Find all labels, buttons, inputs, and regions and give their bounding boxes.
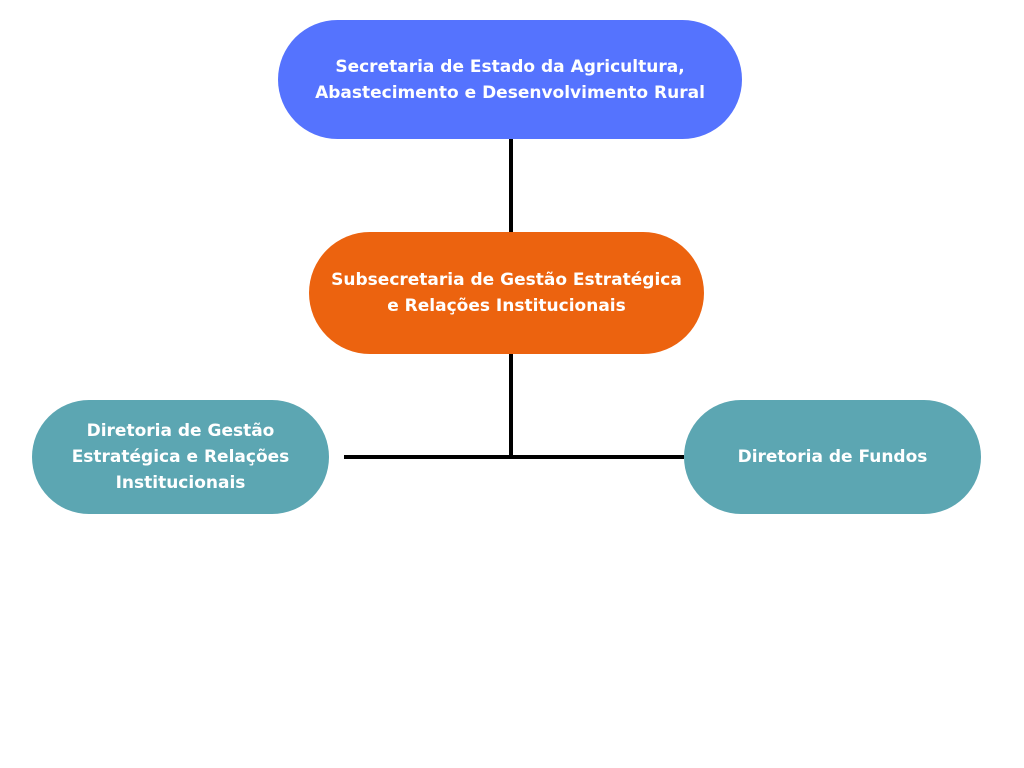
connector-secretaria-subsecretaria	[509, 139, 513, 232]
org-node-diretoria-fundos-label: Diretoria de Fundos	[737, 447, 928, 467]
org-node-diretoria-gestao-label: Diretoria de Gestão Estratégica e Relaçõ…	[71, 421, 290, 493]
org-node-subsecretaria: Subsecretaria de Gestão Estratégica e Re…	[309, 232, 704, 354]
org-node-secretaria: Secretaria de Estado da Agricultura, Aba…	[278, 20, 742, 139]
org-node-subsecretaria-label: Subsecretaria de Gestão Estratégica e Re…	[331, 270, 682, 316]
connector-subsecretaria-branch	[509, 354, 513, 458]
org-node-secretaria-label: Secretaria de Estado da Agricultura, Aba…	[315, 56, 705, 103]
org-node-diretoria-gestao: Diretoria de Gestão Estratégica e Relaçõ…	[32, 400, 329, 514]
org-node-diretoria-fundos: Diretoria de Fundos	[684, 400, 981, 514]
connector-horizontal-branch	[344, 455, 684, 459]
